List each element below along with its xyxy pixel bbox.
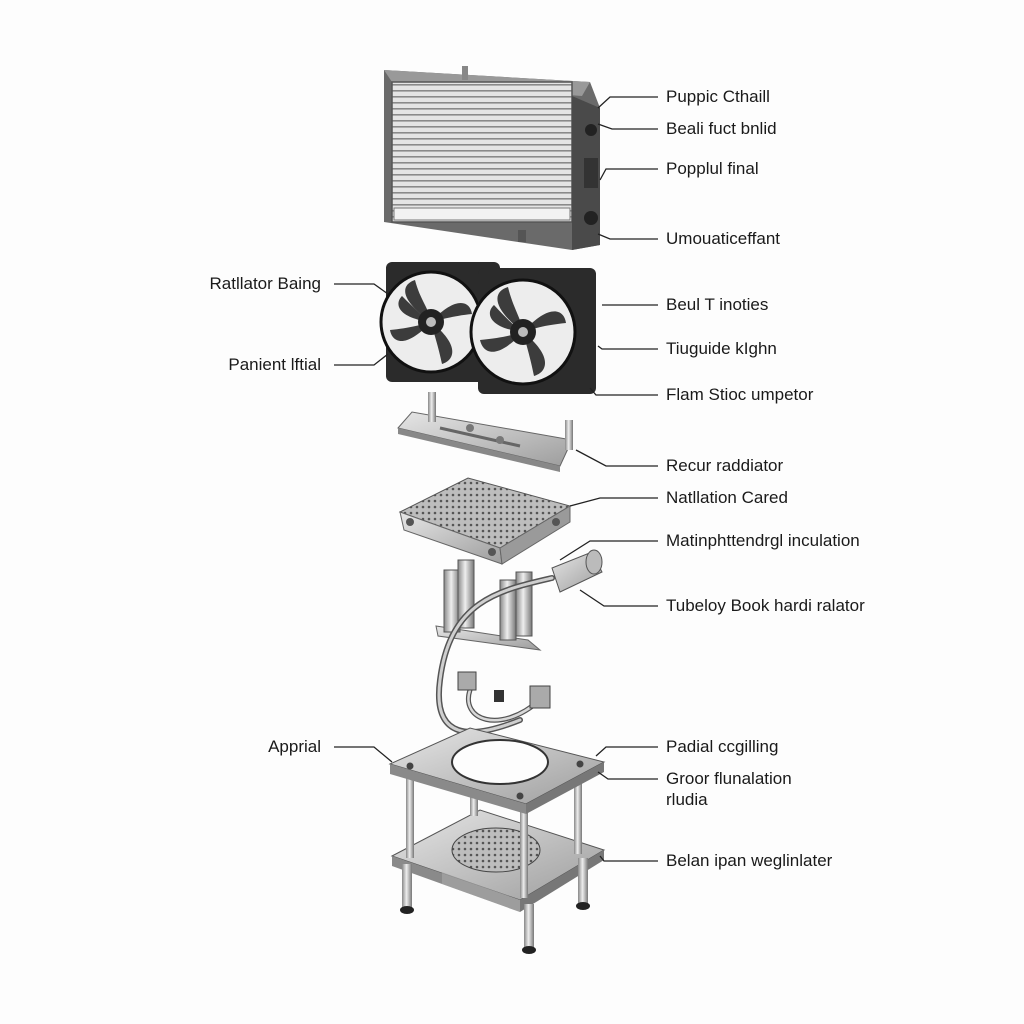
fan-left (379, 262, 500, 382)
fan-right (469, 268, 596, 394)
label-right-7: Flam Stioc umpetor (666, 385, 814, 404)
base-stand (388, 727, 606, 954)
label-right-14: Belan ipan weglinlater (666, 851, 833, 870)
label-right-12: Padial ccgilling (666, 737, 779, 756)
label-left-2: Panient lftial (228, 355, 321, 374)
label-right-9: Natllation Cared (666, 488, 788, 507)
label-right-10: Matinphttendrgl inculation (666, 531, 860, 550)
pump-fittings (435, 549, 603, 651)
label-left-3: Apprial (268, 737, 321, 756)
label-right-1: Puppic Cthaill (666, 87, 770, 106)
label-right-4: Umouaticeffant (666, 229, 781, 248)
radiator (384, 66, 600, 250)
label-right-6: Tiuguide kIghn (666, 339, 777, 358)
label-right-2: Beali fuct bnlid (666, 119, 777, 138)
leader-lines (334, 96, 658, 862)
pump-housing (398, 477, 572, 565)
label-right-8: Recur raddiator (666, 456, 784, 475)
label-right-5: Beul T inoties (666, 295, 769, 314)
mounting-bracket (397, 392, 573, 472)
label-right-11: Tubeloy Book hardi ralator (666, 596, 865, 615)
label-right-3: Popplul final (666, 159, 759, 178)
label-right-13: Groor flunalation (666, 769, 792, 788)
label-right-13b: rludia (666, 790, 708, 809)
label-left-1: Ratllator Baing (209, 274, 321, 293)
